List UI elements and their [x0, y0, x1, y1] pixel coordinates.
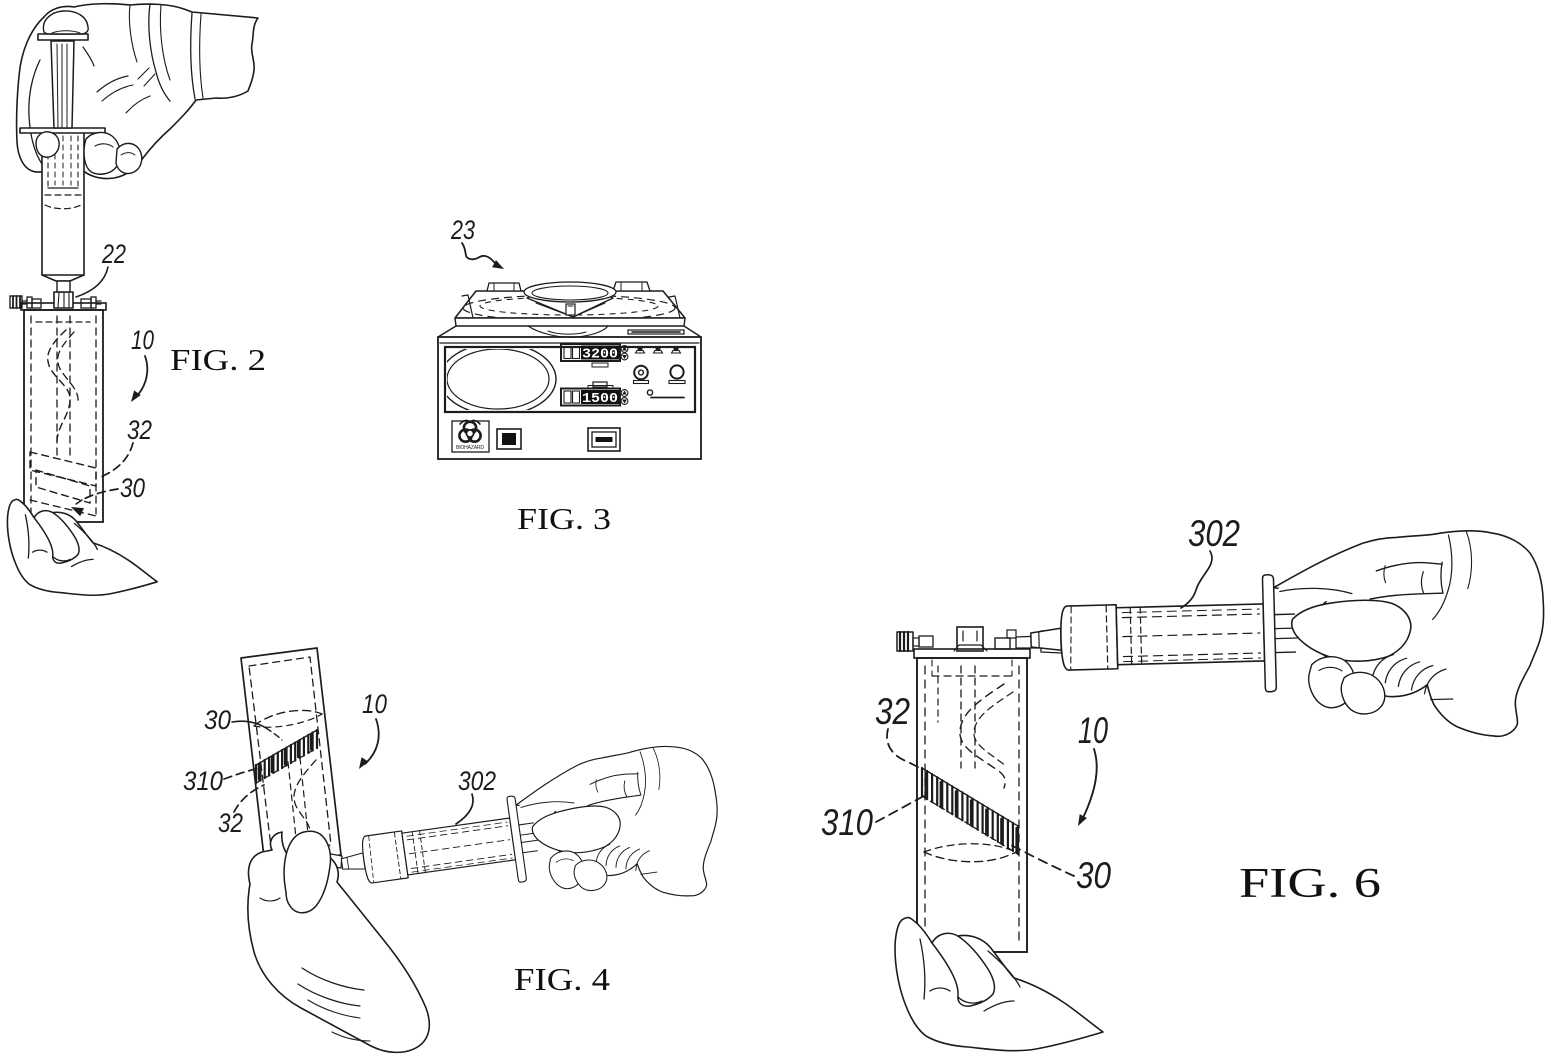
svg-text:302: 302 [458, 766, 496, 796]
svg-text:10: 10 [362, 689, 387, 719]
svg-text:310: 310 [821, 802, 873, 843]
svg-text:23: 23 [450, 215, 475, 245]
svg-text:FIG. 4: FIG. 4 [514, 961, 610, 997]
svg-text:3200: 3200 [582, 347, 618, 363]
svg-text:FIG. 2: FIG. 2 [170, 342, 266, 377]
svg-text:30: 30 [1076, 855, 1111, 896]
svg-text:32: 32 [218, 808, 243, 838]
svg-text:22: 22 [101, 239, 126, 269]
svg-text:BIOHAZARD: BIOHAZARD [456, 445, 484, 451]
svg-text:FIG. 3: FIG. 3 [517, 501, 611, 536]
svg-text:FIG. 6: FIG. 6 [1239, 861, 1381, 907]
svg-text:1500: 1500 [582, 391, 618, 407]
svg-text:10: 10 [1078, 710, 1108, 751]
svg-text:30: 30 [204, 705, 231, 735]
svg-text:302: 302 [1188, 513, 1240, 554]
svg-text:310: 310 [183, 766, 223, 796]
svg-text:32: 32 [127, 415, 152, 445]
svg-text:10: 10 [131, 325, 154, 355]
svg-text:30: 30 [120, 473, 145, 503]
svg-text:32: 32 [875, 691, 910, 732]
